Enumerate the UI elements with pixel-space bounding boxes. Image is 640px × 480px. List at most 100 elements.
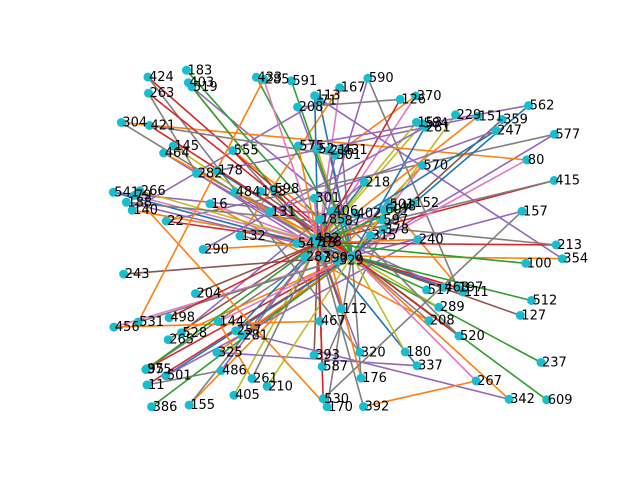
- node-label: 598: [275, 182, 300, 197]
- node-label: 52: [318, 142, 335, 157]
- edge: [317, 242, 444, 289]
- edge: [139, 190, 319, 244]
- graph-node: [333, 256, 343, 266]
- graph-node: [315, 214, 325, 224]
- graph-node: [231, 326, 241, 336]
- edge: [317, 242, 557, 246]
- node-label: 415: [555, 174, 580, 189]
- graph-node: [351, 208, 361, 218]
- node-label: 148: [391, 200, 416, 215]
- node-label: 287: [306, 250, 331, 265]
- node-label: 433: [257, 70, 282, 85]
- graph-node: [400, 347, 410, 357]
- graph-node: [317, 253, 327, 263]
- edge: [232, 149, 321, 221]
- graph-node: [536, 358, 546, 367]
- node-label: 180: [406, 345, 431, 360]
- node-label: 547: [298, 236, 323, 251]
- node-label: 16: [211, 197, 228, 212]
- graph-node: [183, 78, 193, 88]
- node-label: 403: [189, 76, 214, 91]
- graph-node: [471, 376, 481, 386]
- node-label: 183: [188, 63, 213, 78]
- node-label: 145: [174, 139, 199, 154]
- node-label: 482: [315, 232, 340, 247]
- graph-node: [312, 144, 322, 154]
- node-label: 501: [336, 148, 361, 163]
- graph-node: [557, 254, 567, 264]
- graph-node: [129, 191, 139, 200]
- node-label: 584: [424, 117, 449, 132]
- edge: [217, 321, 253, 380]
- edge: [167, 242, 319, 341]
- node-label: 354: [563, 252, 588, 267]
- node-label: 13: [320, 236, 337, 251]
- node-label: 597: [383, 213, 408, 228]
- edge: [313, 179, 555, 240]
- node-label: 405: [235, 388, 260, 403]
- graph-node: [451, 110, 460, 120]
- node-label: 218: [365, 175, 390, 190]
- edge: [145, 242, 319, 371]
- graph-node: [192, 168, 202, 178]
- graph-node: [108, 187, 118, 197]
- graph-node: [247, 374, 257, 384]
- node-label: 378: [384, 223, 409, 238]
- edge: [341, 149, 353, 257]
- edge: [351, 126, 426, 257]
- graph-node: [216, 366, 226, 376]
- node-label: 304: [122, 116, 147, 131]
- graph-node: [318, 394, 328, 404]
- node-label: 152: [414, 196, 439, 211]
- graph-node: [322, 402, 332, 412]
- node-label: 215: [330, 143, 355, 158]
- node-label: 281: [243, 329, 268, 344]
- node-label: 265: [169, 333, 194, 348]
- node-label: 406: [333, 204, 358, 219]
- graph-node: [265, 207, 275, 217]
- edge-layer: [113, 69, 563, 408]
- graph-node: [473, 112, 483, 121]
- edge: [181, 255, 353, 334]
- graph-node: [235, 231, 245, 241]
- graph-node: [191, 289, 200, 299]
- node-label: 609: [548, 393, 573, 408]
- edge: [314, 95, 563, 260]
- graph-node: [147, 402, 157, 412]
- node-label: 80: [528, 153, 545, 168]
- graph-node: [228, 146, 238, 155]
- graph-node: [205, 199, 215, 209]
- graph-node: [422, 285, 432, 295]
- node-label: 375: [147, 363, 172, 378]
- node-label: 467: [321, 314, 346, 329]
- graph-node: [491, 126, 501, 136]
- edge: [209, 203, 319, 244]
- edge: [123, 255, 353, 275]
- node-label: 167: [341, 81, 366, 96]
- edge: [220, 242, 319, 372]
- edge: [172, 145, 319, 244]
- node-label: 392: [365, 400, 390, 415]
- edge: [195, 242, 319, 295]
- node-label: 512: [533, 294, 558, 309]
- node-label: 517: [428, 283, 453, 298]
- edge: [317, 155, 337, 244]
- node-label: 285: [265, 72, 290, 87]
- graph-node: [515, 310, 525, 320]
- node-label: 204: [197, 287, 222, 302]
- edge: [351, 255, 532, 302]
- node-label: 484: [236, 185, 261, 200]
- graph-node: [286, 76, 296, 86]
- graph-node: [317, 362, 327, 372]
- edge: [216, 115, 478, 172]
- graph-node: [213, 317, 223, 327]
- graph-node: [159, 148, 169, 158]
- node-label: 282: [198, 166, 223, 181]
- edge: [317, 202, 414, 244]
- edge: [262, 79, 319, 244]
- graph-node: [339, 216, 348, 226]
- node-label: 210: [268, 379, 293, 394]
- node-label: 71: [320, 94, 337, 109]
- node-label: 591: [292, 74, 317, 89]
